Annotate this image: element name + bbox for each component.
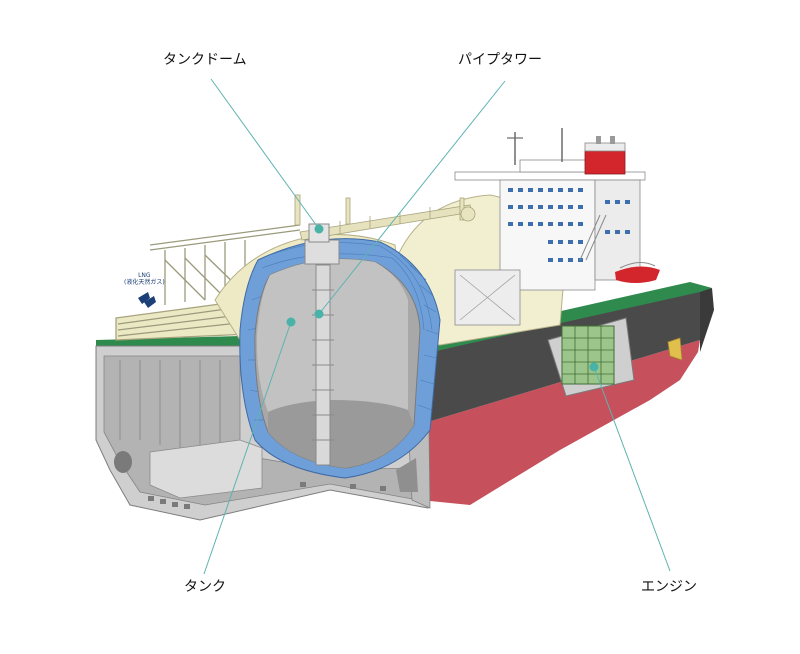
marker-engine (590, 363, 599, 372)
funnel (585, 150, 625, 174)
label-tank-dome: タンクドーム (163, 53, 247, 67)
marker-pipe-tower (315, 310, 324, 319)
label-pipe-tower: パイプタワー (458, 53, 542, 67)
marker-tank (287, 318, 296, 327)
lng-flag-icon (138, 292, 156, 308)
lng-label: LNG (液化天然ガス) (124, 273, 165, 287)
hull-stern (700, 288, 714, 352)
lng-subtitle: (液化天然ガス) (124, 280, 165, 287)
leader-tank-dome (211, 79, 319, 229)
label-tank: タンク (184, 580, 226, 594)
marker-tank-dome (315, 225, 324, 234)
label-engine: エンジン (641, 580, 697, 594)
membrane-tank (240, 224, 440, 478)
